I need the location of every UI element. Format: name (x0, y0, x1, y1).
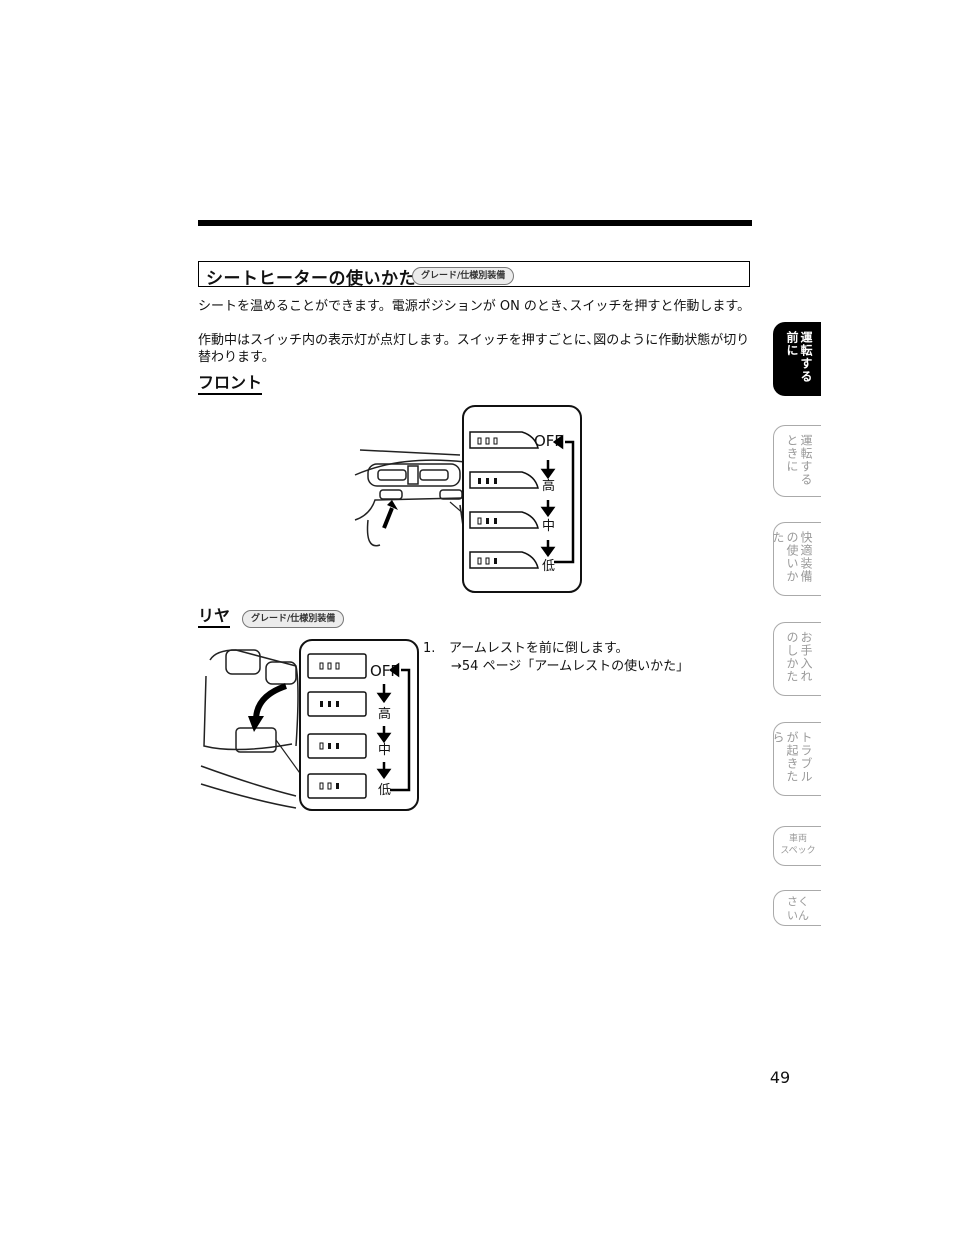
rear-illustration: OFF 高 中 低 (200, 639, 419, 811)
rear-heading: リヤ (198, 606, 231, 628)
step-1: 1. アームレストを前に倒します。 (423, 640, 629, 658)
switch-off-rear (307, 653, 367, 679)
rear-seat-sketch (200, 649, 299, 809)
switch-mid (469, 511, 539, 529)
page-number: 49 (769, 1068, 791, 1087)
dashboard-sketch (354, 449, 466, 547)
switch-low-rear (307, 773, 367, 799)
front-illustration: OFF 高 中 低 (354, 405, 582, 593)
switch-off (469, 431, 539, 449)
state-label-mid: 中 (542, 519, 555, 534)
side-tab-before-driving[interactable]: 運転する前に (773, 322, 821, 396)
section-header-box (198, 261, 750, 287)
body-paragraph-1: シートを温めることができます。電源ポジションが ON のとき､スイッチを押すと作… (198, 299, 751, 314)
rear-state-label-high: 高 (378, 706, 391, 722)
top-rule (198, 220, 752, 226)
rear-state-label-off: OFF (370, 662, 399, 680)
switch-high (469, 471, 539, 489)
state-label-off: OFF (534, 432, 563, 450)
grade-badge-rear: グレード/仕様別装備 (242, 610, 345, 628)
rear-cycle-arrows (376, 662, 411, 792)
switch-state-panel (462, 405, 582, 593)
grade-badge: グレード/仕様別装備 (412, 267, 515, 285)
switch-mid-rear (307, 733, 367, 759)
press-arrow (382, 507, 394, 529)
state-label-high: 高 (542, 478, 555, 494)
section-title: シートヒーターの使いかた (206, 269, 416, 289)
side-tab-index[interactable]: さく いん (773, 890, 821, 926)
step-text: アームレストを前に倒します。 (449, 641, 629, 656)
step-number: 1. (423, 641, 436, 656)
fold-arrow (253, 683, 288, 721)
side-tab-specifications[interactable]: 車両 スペック (773, 826, 821, 866)
body-paragraph-2: 作動中はスイッチ内の表示灯が点灯します。スイッチを押すごとに､図のように作動状態… (198, 333, 750, 365)
switch-state-panel-rear (299, 639, 419, 811)
step-reference-link[interactable]: →54 ページ「アームレストの使いかた」 (451, 659, 690, 674)
side-tab-troubleshooting[interactable]: トラブルが起きたら (771, 722, 821, 796)
rear-state-label-low: 低 (378, 783, 391, 798)
side-tab-comfort-features[interactable]: 快適装備の使いかた (771, 522, 821, 596)
rear-state-label-mid: 中 (378, 743, 391, 758)
switch-low (469, 551, 539, 569)
state-label-low: 低 (542, 559, 555, 574)
front-heading: フロント (198, 373, 263, 395)
side-tab-when-driving[interactable]: 運転するときに (773, 425, 821, 497)
cycle-arrows (540, 434, 575, 564)
side-tab-maintenance[interactable]: お手入れのしかた (773, 622, 821, 696)
switch-high-rear (307, 691, 367, 717)
